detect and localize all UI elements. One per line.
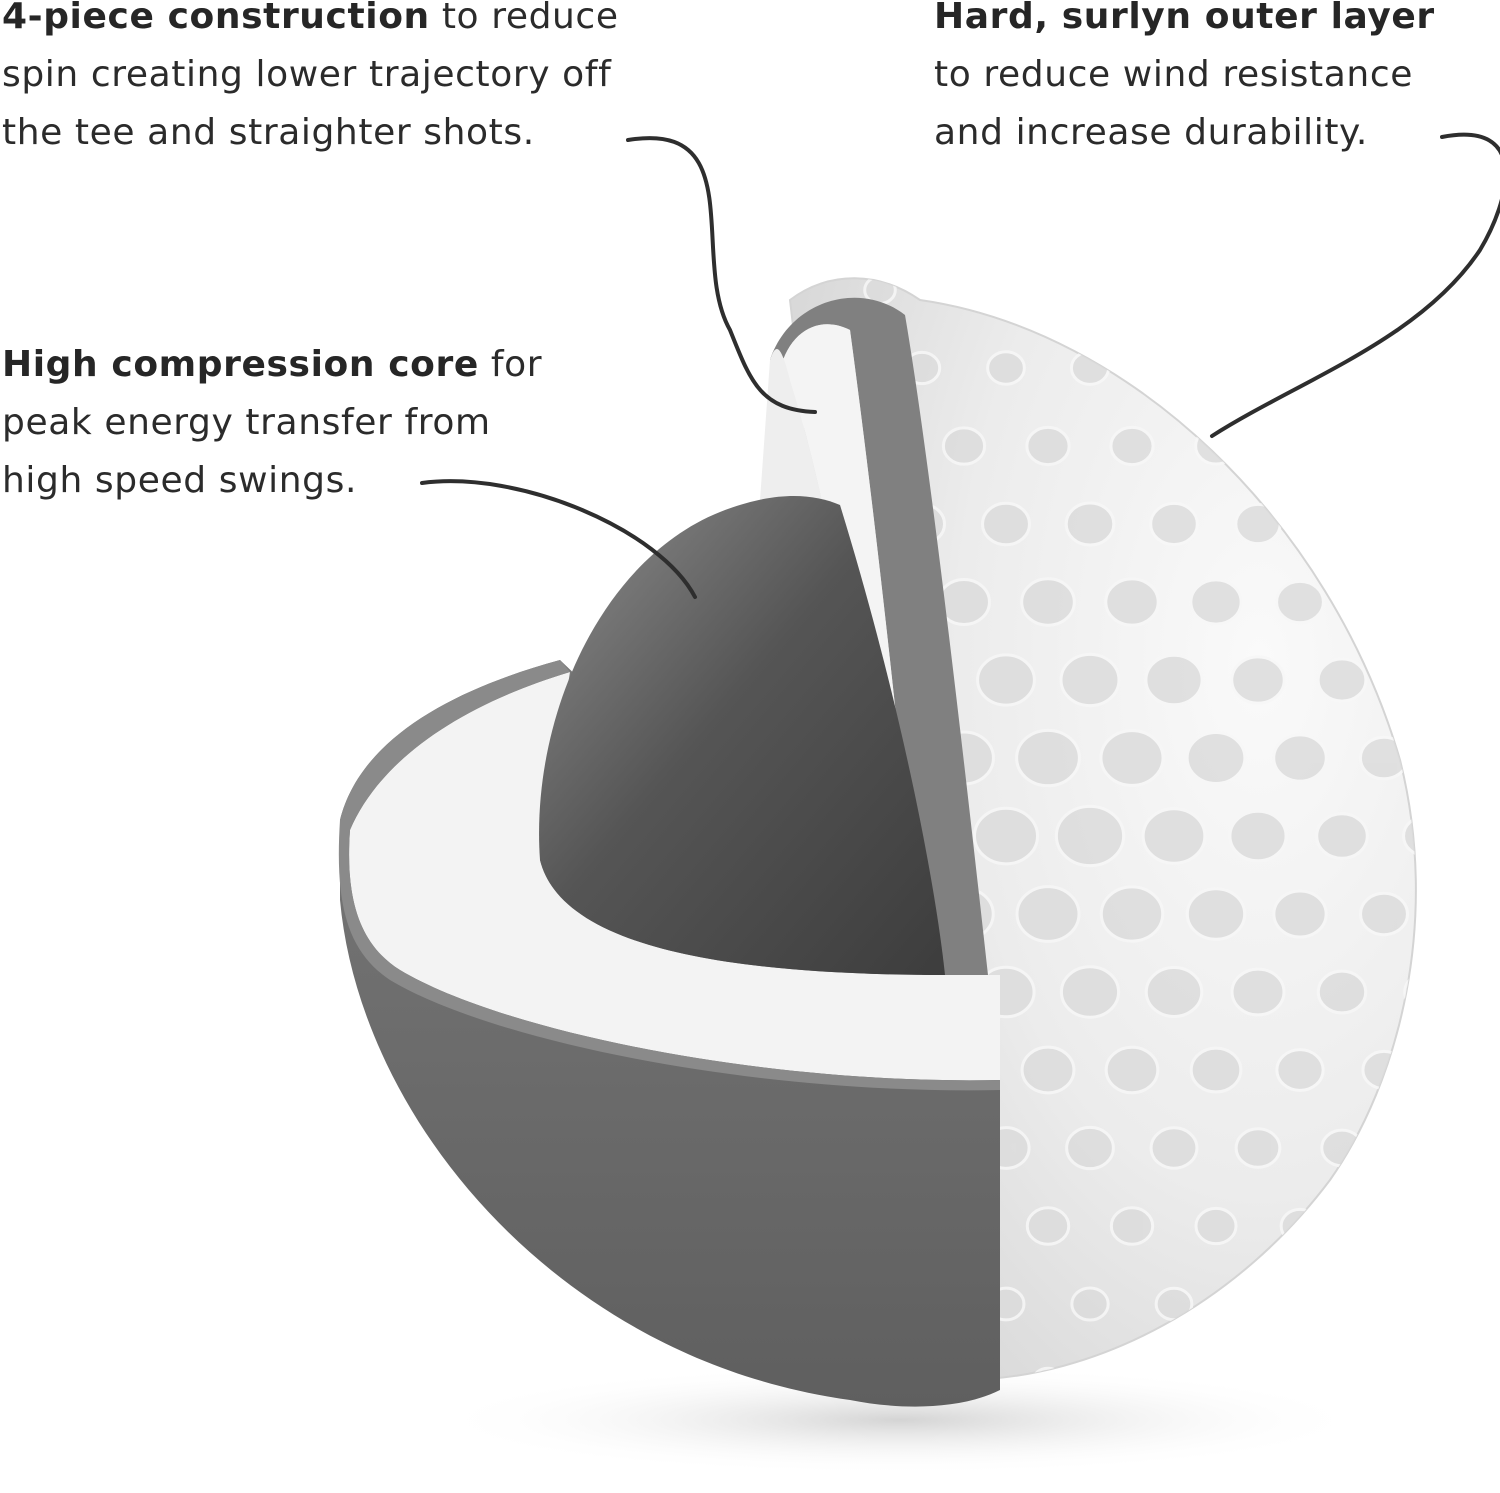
callout-core-line3: high speed swings. [2, 460, 357, 501]
dimple [1275, 579, 1325, 625]
dimple [1104, 577, 1160, 627]
dimple [1144, 653, 1204, 707]
dimple [1403, 659, 1416, 701]
dimple [1319, 504, 1365, 544]
dimple [1059, 652, 1121, 708]
dimple [1239, 351, 1277, 385]
leader-line-core [420, 479, 697, 599]
dimple [1194, 1206, 1238, 1246]
dimple [1189, 1046, 1243, 1094]
dimple [1099, 885, 1165, 943]
dimple [1361, 581, 1407, 623]
dimple [1279, 1207, 1321, 1245]
dimple [1402, 814, 1416, 858]
dimple [1228, 809, 1288, 863]
callout-outer-layer: Hard, surlyn outer layer to reduce wind … [934, 0, 1435, 162]
dimple [1154, 1286, 1194, 1322]
dimple [1185, 887, 1247, 941]
dimple [1403, 971, 1416, 1013]
dimple [1315, 812, 1369, 860]
dimple [986, 350, 1026, 386]
dimple [1406, 1130, 1416, 1166]
callout-construction: 4-piece construction to reduce spin crea… [2, 0, 619, 162]
dimple [1020, 1045, 1076, 1095]
dimple [1054, 804, 1126, 868]
dimple [1316, 657, 1368, 703]
dimple [1358, 735, 1410, 781]
callout-construction-line3: the tee and straighter shots. [2, 112, 535, 153]
callout-outer-layer-line3: and increase durability. [934, 112, 1368, 153]
dimple [941, 426, 987, 466]
dimple [1099, 729, 1165, 787]
dimple [1069, 350, 1111, 386]
dimple [1025, 425, 1071, 467]
dimple [1070, 1286, 1110, 1322]
dimple [1059, 965, 1121, 1019]
dimple [1015, 728, 1081, 788]
dimple [1114, 278, 1150, 306]
dimple [1185, 731, 1247, 785]
leader-line-construction [626, 136, 817, 414]
dimple [1409, 1289, 1416, 1319]
dimple [1199, 278, 1233, 306]
dimple [1272, 733, 1328, 783]
dimple [1109, 1206, 1155, 1246]
callout-outer-layer-line2: to reduce wind resistance [934, 54, 1413, 95]
callout-construction-line1: 4-piece construction to reduce [2, 0, 619, 46]
dimple [1365, 1209, 1403, 1243]
dimple [1230, 967, 1286, 1017]
dimple [1361, 1049, 1407, 1091]
callout-outer-layer-line1: Hard, surlyn outer layer [934, 0, 1435, 46]
mantle-ring [349, 672, 1001, 1081]
dimple [1234, 502, 1282, 546]
dimple [1149, 1126, 1199, 1170]
dimple [1030, 278, 1066, 306]
dimple [976, 653, 1036, 707]
dimple [1320, 1128, 1364, 1168]
dimple [1275, 1048, 1325, 1092]
dimple [1364, 428, 1404, 464]
dimple [1154, 350, 1194, 386]
callout-construction-line1-rest: to reduce [429, 0, 619, 37]
dimple [1015, 885, 1081, 943]
dimple [1283, 278, 1317, 305]
callout-core-line1: High compression core for [2, 336, 542, 394]
compression-core [539, 495, 945, 975]
dimple [1189, 578, 1243, 626]
callout-core: High compression core for peak energy tr… [2, 336, 542, 510]
callout-core-line1-rest: for [478, 344, 543, 385]
dimple [1149, 501, 1199, 547]
dimple [1324, 1288, 1360, 1320]
dimple [1141, 807, 1207, 865]
callout-core-heading: High compression core [2, 344, 479, 385]
dimple [1025, 1206, 1071, 1246]
dimple [1144, 966, 1204, 1018]
dimple [1104, 1045, 1160, 1095]
callout-construction-heading: 4-piece construction [2, 0, 430, 37]
callout-core-line2: peak energy transfer from [2, 402, 491, 443]
dimple [1359, 891, 1409, 937]
callout-construction-line2: spin creating lower trajectory off [2, 54, 612, 95]
callout-outer-layer-heading: Hard, surlyn outer layer [934, 0, 1435, 37]
dimple [1239, 1287, 1277, 1321]
dimple [1409, 353, 1416, 383]
dimple [1316, 969, 1368, 1015]
dimple [1020, 577, 1076, 627]
dimple [1230, 655, 1286, 705]
dimple [1405, 506, 1416, 542]
dimple [972, 806, 1040, 866]
dimple [1064, 501, 1116, 547]
dimple [1272, 889, 1328, 939]
dimple [946, 278, 982, 306]
ground-shadow [430, 1365, 1370, 1475]
dimple [1234, 1127, 1282, 1169]
dimple [1065, 1125, 1115, 1171]
dimple [981, 501, 1031, 547]
dimple [1109, 425, 1155, 467]
dimple [1279, 427, 1321, 465]
leader-line-outer-layer [1210, 132, 1500, 438]
